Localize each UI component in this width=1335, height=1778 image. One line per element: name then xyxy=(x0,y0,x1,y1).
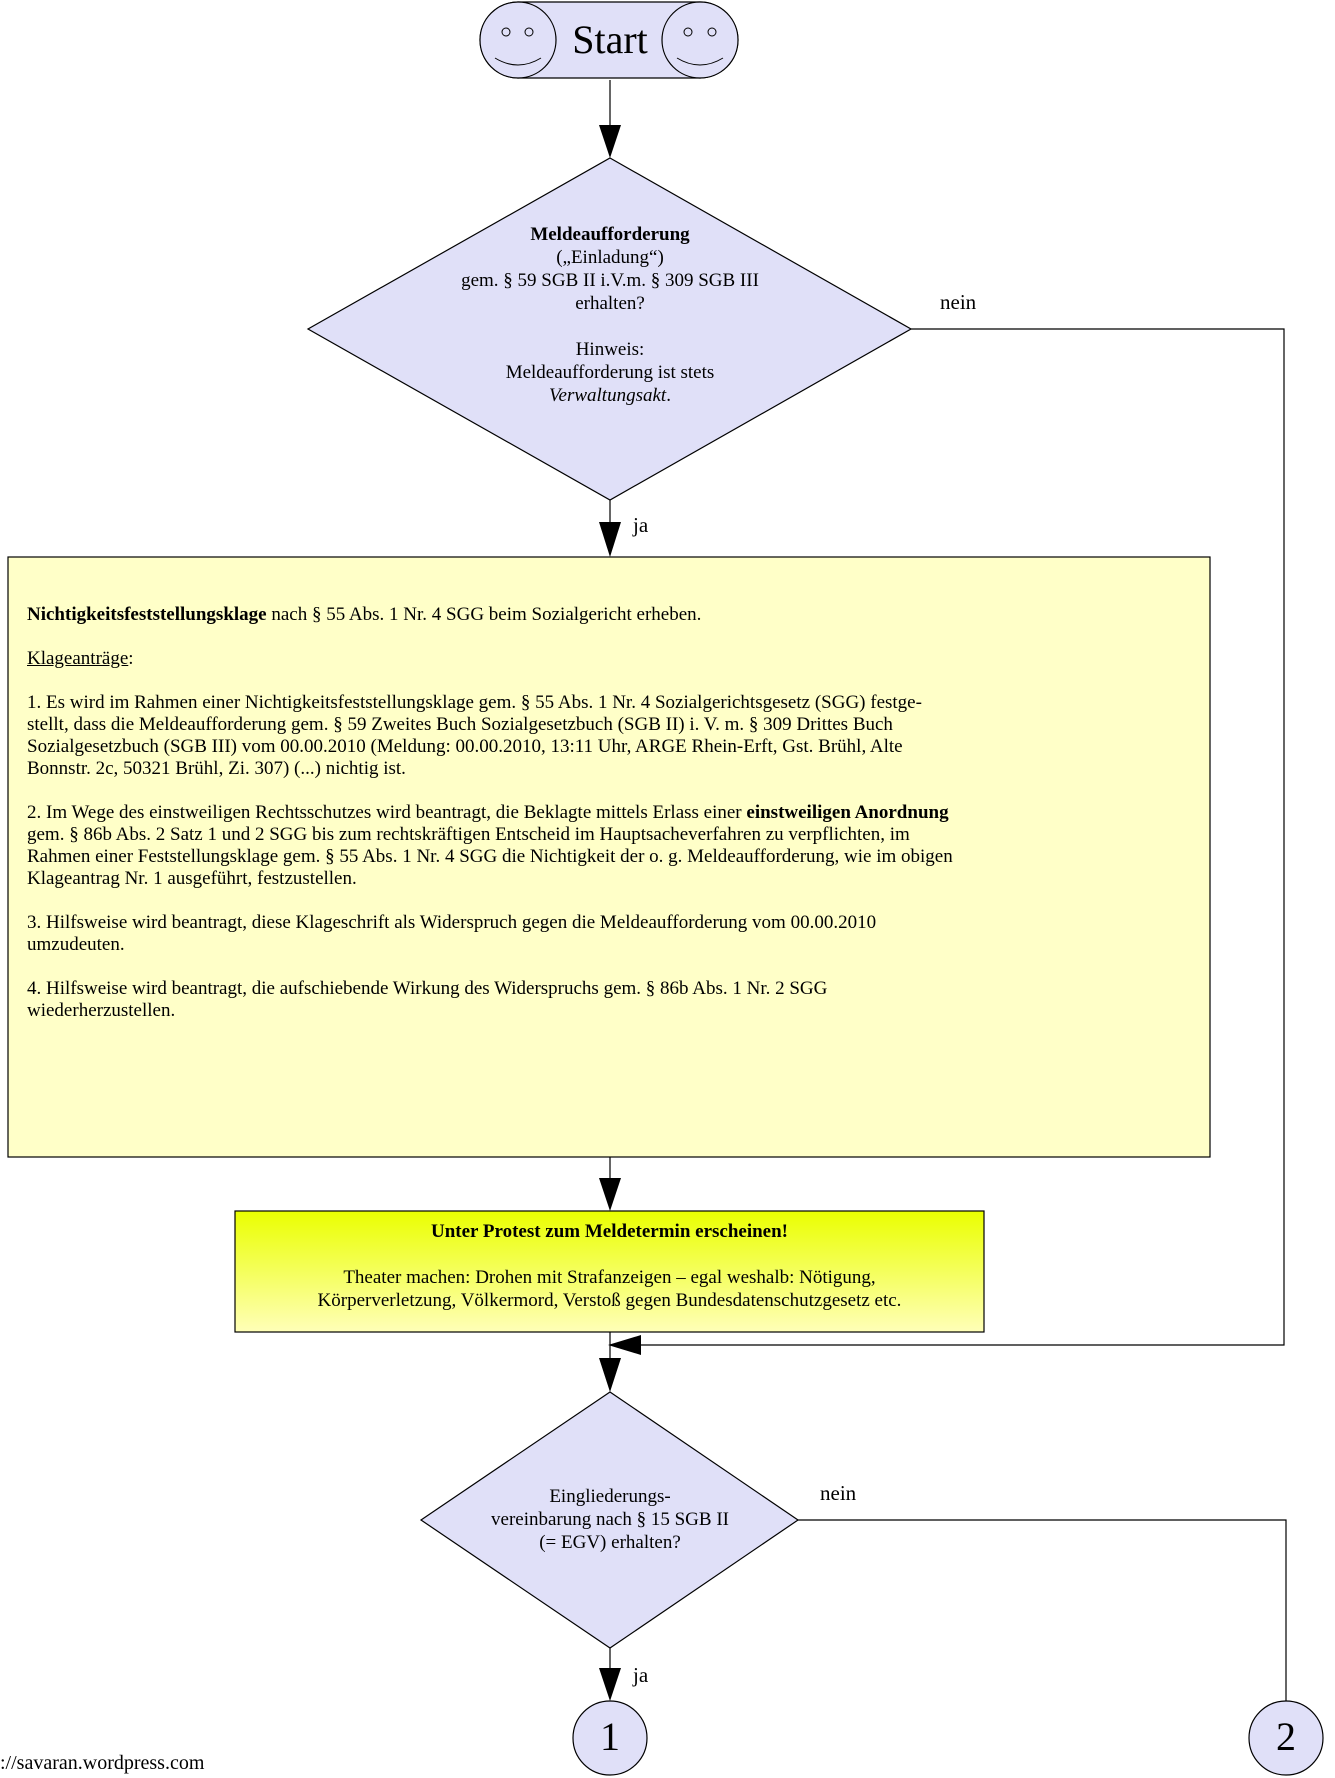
claim-line: 3. Hilfsweise wird beantragt, diese Klag… xyxy=(27,912,877,933)
arrow-action2-to-decision2 xyxy=(599,1332,621,1392)
decision1-line: gem. § 59 SGB II i.V.m. § 309 SGB III xyxy=(461,270,759,291)
start-terminal xyxy=(479,1,739,79)
footer-url[interactable]: ://savaran.wordpress.com xyxy=(0,1752,205,1774)
decision1-text: Meldeaufforderung („Einladung“) gem. § 5… xyxy=(380,223,840,407)
decision1-line: („Einladung“) xyxy=(556,247,664,268)
claim-line: Klageantrag Nr. 1 ausgeführt, festzustel… xyxy=(27,868,357,889)
claim-line: umzudeuten. xyxy=(27,934,125,955)
action2-box xyxy=(234,1210,985,1333)
claim-line: 1. Es wird im Rahmen einer Nichtigkeitsf… xyxy=(27,692,922,713)
smiley-right-icon xyxy=(676,27,724,66)
action1-antraege-colon: : xyxy=(128,648,134,669)
decision1-hint-label: Hinweis: xyxy=(575,339,645,360)
action2-line: Körperverletzung, Völkermord, Verstoß ge… xyxy=(317,1290,902,1311)
action1-claim-2: 2. Im Wege des einstweiligen Rechtsschut… xyxy=(27,802,1205,890)
action1-title-bold: Nichtigkeitsfeststellungsklage xyxy=(27,604,267,625)
action1-claim-1: 1. Es wird im Rahmen einer Nichtigkeitsf… xyxy=(27,692,1205,780)
decision1-yes-label: ja xyxy=(633,513,649,537)
claim-line: Bonnstr. 2c, 50321 Brühl, Zi. 307) (...)… xyxy=(27,758,406,779)
decision2-line: (= EGV) erhalten? xyxy=(539,1532,681,1553)
decision1-no-label: nein xyxy=(940,290,977,314)
arrow-action1-to-action2 xyxy=(599,1157,621,1211)
start-label: Start xyxy=(572,17,648,62)
smiley-left-icon xyxy=(494,27,542,66)
claim-line: stellt, dass die Meldeaufforderung gem. … xyxy=(27,714,893,735)
connector-2-circle xyxy=(1248,1700,1324,1776)
action2-line: Theater machen: Drohen mit Strafanzeigen… xyxy=(343,1267,876,1288)
action1-text: Nichtigkeitsfeststellungsklage nach § 55… xyxy=(27,604,1205,1022)
claim-line: 2. Im Wege des einstweiligen Rechtsschut… xyxy=(27,802,747,823)
decision2-no-path xyxy=(798,1519,1287,1701)
connector-1-label: 1 xyxy=(600,1714,620,1759)
decision2-yes-label: ja xyxy=(633,1663,649,1687)
action2-title: Unter Protest zum Meldetermin erscheinen… xyxy=(430,1221,789,1242)
connector-2-label: 2 xyxy=(1276,1714,1296,1759)
claim-line: wiederherzustellen. xyxy=(27,1000,176,1021)
connector-1-circle xyxy=(572,1700,648,1776)
decision2-text: Eingliederungs- vereinbarung nach § 15 S… xyxy=(460,1485,760,1554)
claim-line: gem. § 86b Abs. 2 Satz 1 und 2 SGG bis z… xyxy=(27,824,910,845)
decision1-no-path xyxy=(608,328,1285,1355)
decision1-hint-line: Meldeaufforderung ist stets xyxy=(505,362,715,383)
action1-antraege-label: Klageanträge xyxy=(27,648,129,669)
decision1-line: erhalten? xyxy=(575,293,645,314)
claim-line: Rahmen einer Feststellungsklage gem. § 5… xyxy=(27,846,953,867)
arrow-decision1-to-action1 xyxy=(599,500,621,557)
decision1-hint-italic: Verwaltungsakt xyxy=(549,385,667,406)
action1-box xyxy=(7,556,1211,1158)
action1-title-rest: nach § 55 Abs. 1 Nr. 4 SGG beim Sozialge… xyxy=(266,604,702,625)
claim-line: 4. Hilfsweise wird beantragt, die aufsch… xyxy=(27,978,828,999)
claim-bold: einstweiligen Anordnung xyxy=(746,802,949,823)
decision2-no-label: nein xyxy=(820,1481,857,1505)
decision2-line: Eingliederungs- xyxy=(549,1486,671,1507)
arrow-start-to-decision1 xyxy=(599,80,621,158)
claim-line: Sozialgesetzbuch (SGB III) vom 00.00.201… xyxy=(27,736,903,757)
decision1-title: Meldeaufforderung xyxy=(530,224,690,245)
decision1-hint-end: . xyxy=(666,385,671,406)
action1-claim-4: 4. Hilfsweise wird beantragt, die aufsch… xyxy=(27,978,1205,1022)
action1-claim-3: 3. Hilfsweise wird beantragt, diese Klag… xyxy=(27,912,1205,956)
decision2-line: vereinbarung nach § 15 SGB II xyxy=(491,1509,729,1530)
action2-text: Unter Protest zum Meldetermin erscheinen… xyxy=(235,1220,984,1312)
arrow-decision2-to-connector1 xyxy=(599,1648,621,1701)
